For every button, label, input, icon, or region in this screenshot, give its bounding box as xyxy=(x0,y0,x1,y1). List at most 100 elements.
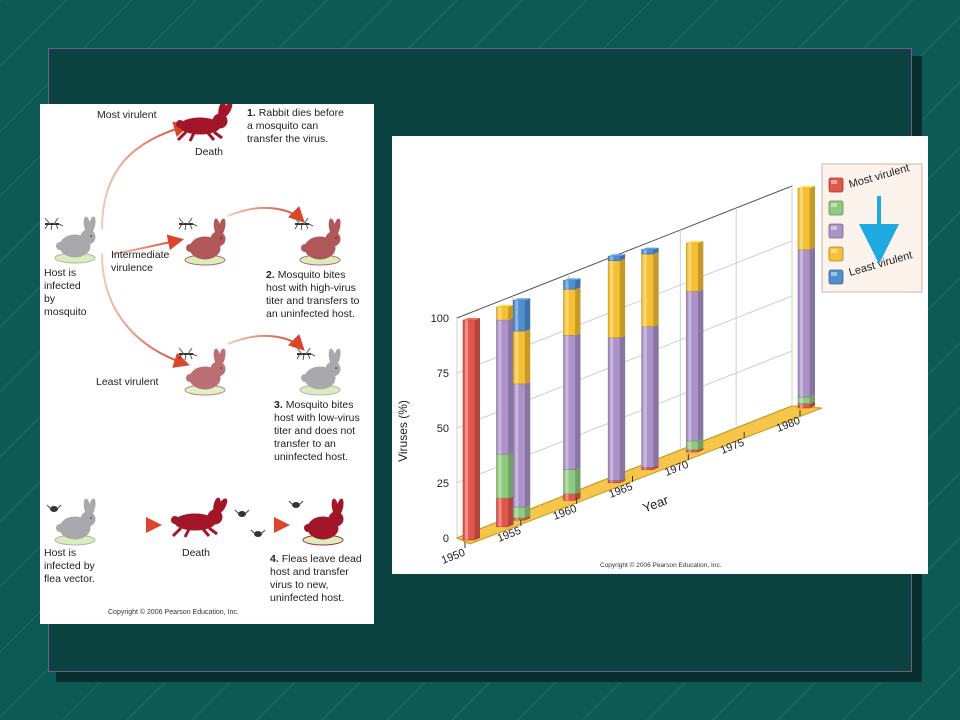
least-virulent-arrow xyxy=(101,253,190,368)
bar-highlight xyxy=(643,326,647,468)
legend-swatch xyxy=(828,177,844,193)
host-flea-line: infected by xyxy=(44,560,96,572)
death-label-top: Death xyxy=(195,146,223,158)
bar-side xyxy=(525,516,531,521)
flea-icon xyxy=(288,500,304,509)
host-mosquito-line: infected xyxy=(44,280,81,292)
bar-side xyxy=(508,496,514,527)
bar-highlight xyxy=(610,260,614,338)
bar-side xyxy=(525,381,531,507)
bar-top xyxy=(608,254,626,257)
outcome-3-line: uninfected host. xyxy=(274,451,348,463)
outcome-2-line: titer and transfers to xyxy=(266,295,360,307)
outcome-2-line: an uninfected host. xyxy=(266,308,355,320)
bar-top xyxy=(513,298,531,301)
bar-highlight xyxy=(688,441,692,450)
bar-highlight xyxy=(465,320,468,540)
bar-segment xyxy=(512,299,526,332)
bar-highlight xyxy=(515,507,519,518)
bar-side xyxy=(575,287,581,336)
bar-highlight xyxy=(565,280,569,290)
death-label-bottom: Death xyxy=(182,547,210,559)
bar-side xyxy=(653,324,659,468)
transfer-arrow-2 xyxy=(227,205,305,223)
bar-highlight xyxy=(565,335,569,470)
outcome-2-line: Mosquito bites xyxy=(278,269,346,281)
bar-top xyxy=(641,247,659,250)
mosquito-icon xyxy=(296,347,316,361)
host-mosquito-line: mosquito xyxy=(44,306,87,318)
bar-segment xyxy=(563,469,576,495)
bar-side xyxy=(575,467,581,494)
flea-icon xyxy=(250,529,266,538)
outcome-3-line: transfer to an xyxy=(274,438,336,450)
bar-side xyxy=(525,505,531,518)
bar-side xyxy=(653,247,659,254)
bar-side xyxy=(620,478,626,483)
bar-highlight xyxy=(610,480,614,483)
bar-side xyxy=(620,335,626,481)
legend-swatch xyxy=(828,269,844,285)
bar-segment xyxy=(641,253,654,327)
bar-segment xyxy=(686,242,699,292)
bar-segment xyxy=(797,403,811,409)
bar-side xyxy=(508,304,514,320)
bar-top xyxy=(563,278,581,281)
bar-highlight xyxy=(800,403,803,408)
bar-side xyxy=(508,452,514,499)
mosquito-icon xyxy=(44,217,64,231)
legend-swatch xyxy=(828,246,844,262)
flea-icon xyxy=(46,504,62,513)
bars-layer xyxy=(462,186,815,541)
bar-highlight xyxy=(498,498,502,527)
bar-highlight xyxy=(498,306,502,320)
bar-side xyxy=(575,278,581,290)
y-tick-label: 100 xyxy=(431,313,449,325)
bar-top xyxy=(463,318,480,320)
svg-text:3.Mosquito bites: 3.Mosquito bites xyxy=(274,399,353,411)
legend-swatch-highlight xyxy=(831,203,837,207)
bar-segment xyxy=(563,288,576,336)
bar-side xyxy=(810,401,815,408)
outcome-1: 1.Rabbit dies before a mosquito can tran… xyxy=(247,107,344,145)
outcome-4-line: uninfected host. xyxy=(270,592,344,604)
outcome-2-line: host with high-virus xyxy=(266,282,356,294)
bar-segment xyxy=(607,337,621,481)
most-virulent-arrow xyxy=(101,121,190,230)
x-tick-label: 1950 xyxy=(440,547,467,567)
bar-side xyxy=(575,333,581,470)
bar-side xyxy=(810,395,815,404)
transfer-arrow-3 xyxy=(227,333,305,351)
y-tick-label: 0 xyxy=(443,533,449,545)
legend: Most virulent Least virulent xyxy=(821,162,923,293)
intermediate-label-1: Intermediate xyxy=(111,249,170,261)
flea-infected-rabbit xyxy=(302,498,345,546)
bar-side xyxy=(698,447,704,452)
bar-segment xyxy=(512,517,526,521)
bar-highlight xyxy=(800,249,803,397)
outcome-1-line: transfer the virus. xyxy=(247,133,328,145)
chart-copyright: Copyright © 2006 Pearson Education, Inc. xyxy=(600,561,722,569)
host-flea-line: Host is xyxy=(44,547,76,559)
bar-highlight xyxy=(688,243,692,292)
most-virulent-label: Most virulent xyxy=(97,109,157,121)
legend-swatches xyxy=(828,177,844,285)
bar-highlight xyxy=(688,449,692,452)
bar-segment xyxy=(686,440,699,451)
bar-top xyxy=(686,241,704,243)
host-mosquito-label: Host is infected by mosquito xyxy=(44,267,87,318)
mosquito-icon xyxy=(178,217,198,231)
y-axis-label: Viruses (%) xyxy=(396,400,410,462)
outcome-4-num: 4. xyxy=(270,553,279,565)
bar-side xyxy=(525,329,531,384)
bar-side xyxy=(810,186,815,250)
svg-text:1.Rabbit dies before: 1.Rabbit dies before xyxy=(247,107,344,119)
least-virulent-label: Least virulent xyxy=(96,376,159,388)
outcome-2: 2.Mosquito bites host with high-virus ti… xyxy=(266,269,360,320)
infected-host-rabbit xyxy=(54,216,97,264)
bar-highlight xyxy=(498,320,502,455)
bar-segment xyxy=(512,383,526,508)
bar-segment xyxy=(607,480,621,484)
